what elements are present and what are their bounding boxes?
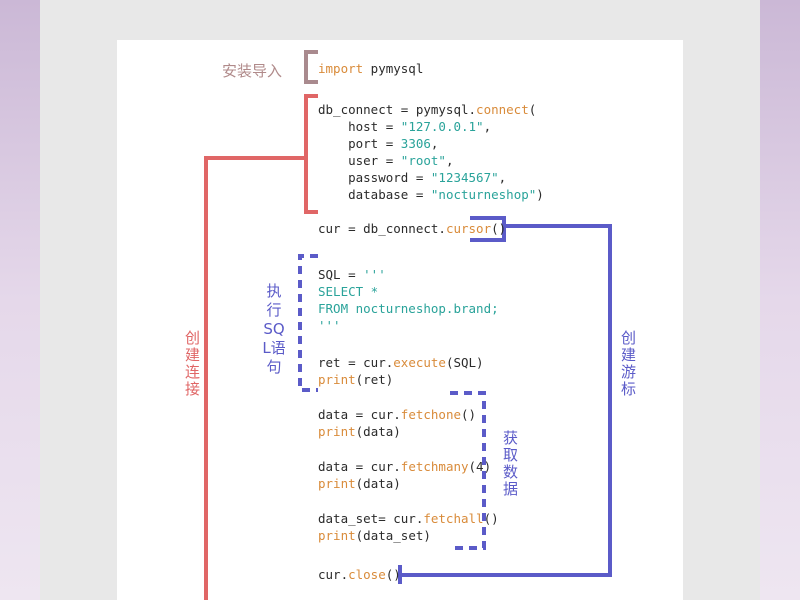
fetch-bracket [450, 391, 486, 550]
label-create-cursor: 创建游标 [619, 330, 637, 398]
code-cursor: cur = db_connect.cursor() [318, 221, 507, 236]
code-sql: SQL = ''' SELECT * FROM nocturneshop.bra… [318, 267, 499, 333]
connection-line [204, 156, 306, 600]
label-create-connection: 创建连接 [183, 330, 201, 398]
diagram-paper [117, 40, 683, 600]
import-bracket [304, 50, 318, 84]
code-fetchall: data_set= cur.fetchall() print(data_set) [318, 511, 499, 543]
code-execute: ret = cur.execute(SQL) print(ret) [318, 355, 484, 387]
cursor-line [400, 224, 612, 577]
code-fetchmany: data = cur.fetchmany(4) print(data) [318, 459, 492, 491]
cursor-bracket [470, 216, 506, 242]
label-execute-sql: 执行SQL语句 [262, 282, 286, 376]
code-import: import pymysql [318, 61, 424, 76]
label-fetch-data: 获取数据 [501, 430, 519, 498]
execute-bracket [298, 254, 318, 392]
right-background [760, 0, 800, 600]
left-background [0, 0, 40, 600]
label-install-import: 安装导入 [222, 62, 283, 80]
connect-bracket [304, 94, 318, 214]
code-fetchone: data = cur.fetchone() print(data) [318, 407, 477, 439]
code-close: cur.close() [318, 567, 401, 582]
code-connect: db_connect = pymysql.connect( host = "12… [318, 102, 544, 202]
